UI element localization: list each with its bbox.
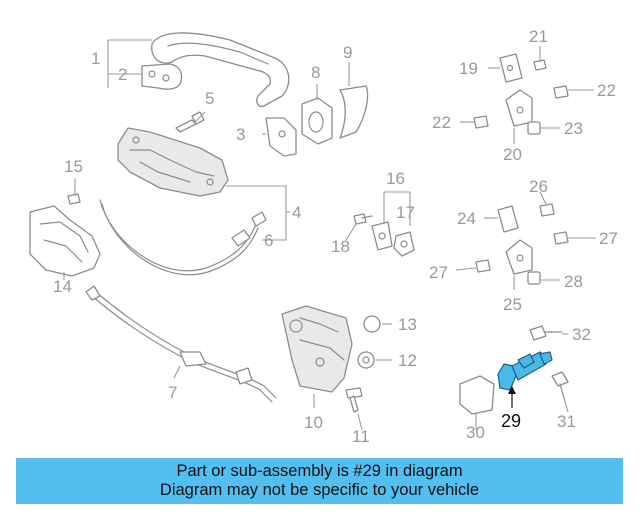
part-22-bolt-right <box>553 85 569 99</box>
part-9-cap <box>339 85 369 139</box>
callout-22-left: 22 <box>432 113 451 132</box>
part-17-cover <box>393 231 415 257</box>
callout-14: 14 <box>53 277 72 296</box>
part-10-door-latch <box>281 305 353 393</box>
callout-31: 31 <box>557 412 576 431</box>
callout-7: 7 <box>168 383 177 402</box>
part-30-bracket <box>459 375 495 415</box>
part-15-clip <box>67 193 81 205</box>
callout-24: 24 <box>457 209 476 228</box>
callout-19: 19 <box>459 59 478 78</box>
callout-23: 23 <box>564 119 583 138</box>
part-5-screw <box>175 111 205 133</box>
part-29-door-check-highlighted <box>497 351 553 391</box>
callout-29-highlighted: 29 <box>501 411 521 431</box>
banner-line-part-number: Part or sub-assembly is #29 in diagram <box>176 462 463 480</box>
callout-26: 26 <box>529 177 548 196</box>
part-8-bracket <box>301 97 333 145</box>
part-29-leader-arrow <box>508 386 516 408</box>
part-14-inside-handle <box>29 205 101 277</box>
part-4-handle-frame <box>117 127 229 197</box>
callout-6: 6 <box>264 231 273 250</box>
part-25-hinge <box>505 239 533 275</box>
callout-labels: 1 2 3 4 5 6 7 8 9 10 11 12 13 14 15 16 1… <box>53 27 618 446</box>
part-31-bolt <box>551 371 569 399</box>
callout-12: 12 <box>398 351 417 370</box>
part-27-bolt-right <box>553 231 569 245</box>
info-banner: Part or sub-assembly is #29 in diagram D… <box>16 458 623 504</box>
callout-5: 5 <box>205 89 214 108</box>
part-20-hinge <box>505 89 533 127</box>
part-24-hinge-leaf <box>497 205 519 233</box>
part-1-outside-handle <box>151 32 290 108</box>
callout-28: 28 <box>564 272 583 291</box>
part-6-cable <box>99 199 267 276</box>
leader-lines <box>63 39 596 431</box>
part-2-handle-bracket <box>141 63 183 90</box>
part-12-grommet <box>357 351 375 369</box>
part-23-bushing <box>527 121 541 135</box>
part-3-bracket <box>265 117 297 157</box>
callout-1: 1 <box>91 49 100 68</box>
callout-13: 13 <box>398 315 417 334</box>
callout-18: 18 <box>331 237 350 256</box>
part-7-cable <box>85 285 277 403</box>
banner-line-disclaimer: Diagram may not be specific to your vehi… <box>159 481 480 499</box>
part-11-screw <box>345 387 363 413</box>
callout-3: 3 <box>236 125 245 144</box>
callout-32: 32 <box>572 325 591 344</box>
callout-17: 17 <box>396 203 415 222</box>
callout-25: 25 <box>503 295 522 314</box>
callout-27-right: 27 <box>599 229 618 248</box>
callout-4: 4 <box>292 203 301 222</box>
part-21-bolt <box>533 59 547 71</box>
part-16-bracket <box>371 221 393 251</box>
callout-11: 11 <box>352 427 370 446</box>
callout-16: 16 <box>386 169 405 188</box>
callout-15: 15 <box>64 157 83 176</box>
callout-20: 20 <box>503 145 522 164</box>
callout-27-left: 27 <box>429 263 448 282</box>
part-27-bolt-left <box>475 259 491 273</box>
callout-8: 8 <box>311 63 320 82</box>
callout-9: 9 <box>343 43 352 62</box>
callout-22-right: 22 <box>597 81 616 100</box>
part-28-bushing <box>527 271 541 285</box>
part-32-bolt <box>529 325 563 341</box>
part-26-bolt <box>539 203 555 217</box>
part-18-bolt <box>353 213 373 225</box>
part-19-hinge-leaf <box>499 53 523 83</box>
callout-2: 2 <box>118 65 127 84</box>
callout-21: 21 <box>529 27 548 46</box>
callout-10: 10 <box>304 413 323 432</box>
callout-30: 30 <box>466 423 485 442</box>
part-13-plug <box>363 315 381 333</box>
part-22-bolt-left <box>473 115 489 129</box>
